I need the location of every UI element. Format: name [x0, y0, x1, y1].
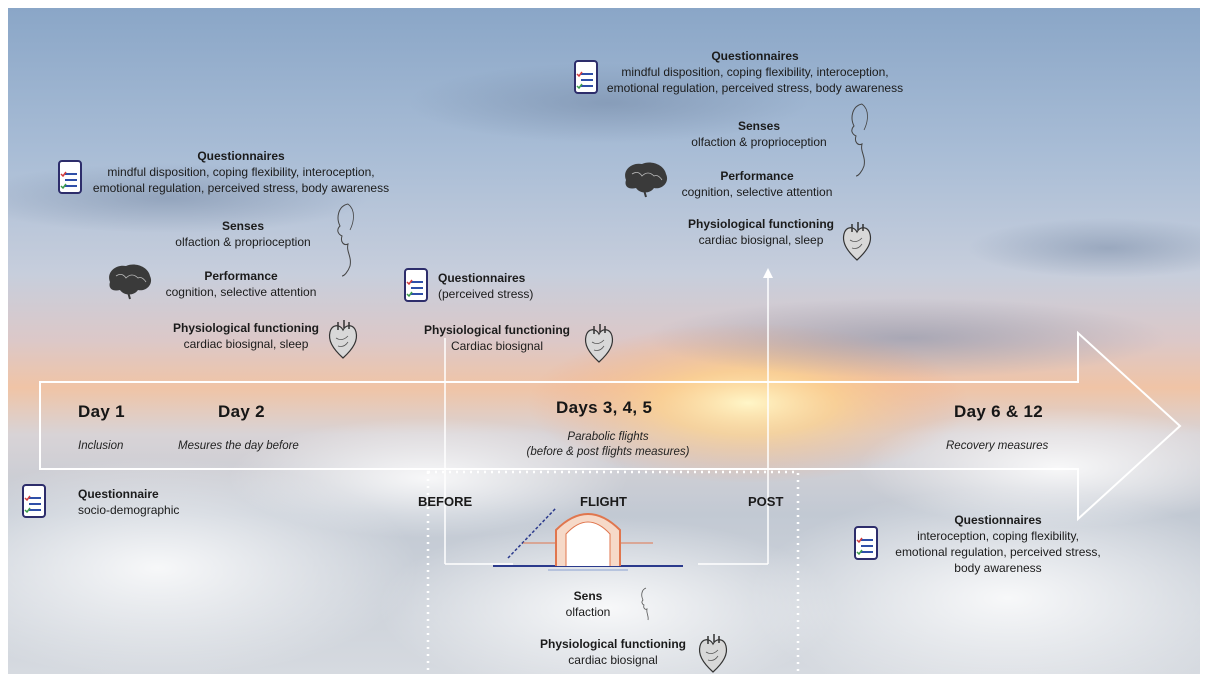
day-6-12-label: Day 6 & 12	[954, 402, 1043, 421]
connector-lines	[426, 268, 800, 674]
flight-sens-title: Sens	[573, 589, 603, 603]
heart-icon	[584, 324, 614, 363]
flight-sens: Sens olfaction	[548, 588, 628, 620]
flight-physio: Physiological functioning cardiac biosig…	[528, 636, 698, 668]
day-3-5-caption-line1: Parabolic flights	[567, 431, 649, 443]
brain-icon	[625, 162, 668, 198]
questionnaire-icon	[22, 484, 46, 518]
day2-questionnaires-line2: emotional regulation, perceived stress, …	[92, 181, 390, 195]
before-physio: Physiological functioning Cardiac biosig…	[412, 322, 582, 354]
post-performance-detail: cognition, selective attention	[681, 185, 833, 199]
before-questionnaires: Questionnaires (perceived stress)	[438, 270, 533, 302]
post-senses-detail: olfaction & proprioception	[691, 135, 827, 149]
post-senses-title: Senses	[737, 119, 781, 133]
before-physio-title: Physiological functioning	[423, 323, 570, 337]
heart-icon	[328, 320, 358, 359]
day2-physio-detail: cardiac biosignal, sleep	[183, 337, 309, 351]
recovery-questionnaires-title: Questionnaires	[954, 513, 1042, 527]
day2-senses-detail: olfaction & proprioception	[175, 235, 311, 249]
brain-icon	[109, 264, 152, 300]
face-profile-icon	[851, 103, 868, 177]
cloud-layer	[8, 63, 1200, 674]
post-questionnaires-line1: mindful disposition, coping flexibility,…	[621, 65, 889, 79]
post-performance-title: Performance	[720, 169, 794, 183]
day1-questionnaire: Questionnaire socio-demographic	[78, 486, 179, 518]
before-physio-detail: Cardiac biosignal	[450, 339, 544, 353]
heart-icon	[698, 634, 728, 673]
day2-questionnaires-title: Questionnaires	[197, 149, 285, 163]
day-3-5-caption: Parabolic flights (before & post flights…	[508, 430, 708, 460]
questionnaire-icon	[854, 526, 878, 560]
day2-performance-detail: cognition, selective attention	[165, 285, 317, 299]
flight-physio-detail: cardiac biosignal	[568, 653, 658, 667]
day2-senses: Senses olfaction & proprioception	[158, 218, 328, 250]
timeline-arrow	[39, 330, 1182, 522]
before-questionnaires-detail: (perceived stress)	[438, 287, 534, 301]
day2-senses-title: Senses	[221, 219, 265, 233]
post-senses: Senses olfaction & proprioception	[674, 118, 844, 150]
post-questionnaires-line2: emotional regulation, perceived stress, …	[606, 81, 904, 95]
post-physio-detail: cardiac biosignal, sleep	[698, 233, 824, 247]
post-questionnaires-title: Questionnaires	[711, 49, 799, 63]
before-questionnaires-title: Questionnaires	[438, 271, 526, 285]
recovery-questionnaires-line3: body awareness	[954, 561, 1042, 575]
phase-flight: FLIGHT	[580, 494, 627, 509]
post-performance: Performance cognition, selective attenti…	[672, 168, 842, 200]
post-questionnaires: Questionnaires mindful disposition, copi…	[590, 48, 920, 96]
heart-icon	[842, 222, 872, 261]
post-physio-title: Physiological functioning	[687, 217, 834, 231]
day-2-caption: Mesures the day before	[178, 440, 299, 452]
day-3-5-caption-line2: (before & post flights measures)	[526, 446, 690, 458]
day-1-label: Day 1	[78, 402, 125, 421]
recovery-questionnaires-line2: emotional regulation, perceived stress,	[895, 545, 1101, 559]
recovery-questionnaires-line1: interoception, coping flexibility,	[917, 529, 1079, 543]
questionnaire-icon	[574, 60, 598, 94]
questionnaire-icon	[58, 160, 82, 194]
face-profile-icon	[641, 587, 649, 621]
day-6-12-caption: Recovery measures	[946, 440, 1049, 452]
face-profile-icon	[337, 203, 354, 277]
day-2-label: Day 2	[218, 402, 265, 421]
day2-performance-title: Performance	[204, 269, 278, 283]
day1-questionnaire-detail: socio-demographic	[78, 503, 180, 517]
post-physio: Physiological functioning cardiac biosig…	[676, 216, 846, 248]
flight-sens-detail: olfaction	[565, 605, 611, 619]
recovery-questionnaires: Questionnaires interoception, coping fle…	[878, 512, 1118, 576]
phase-post: POST	[748, 494, 784, 509]
day-3-5-label: Days 3, 4, 5	[556, 398, 653, 417]
parabola-icon	[493, 507, 683, 571]
flight-physio-title: Physiological functioning	[539, 637, 686, 651]
phase-before: BEFORE	[418, 494, 473, 509]
day-1-caption: Inclusion	[78, 440, 124, 452]
day2-questionnaires-line1: mindful disposition, coping flexibility,…	[107, 165, 375, 179]
day1-questionnaire-title: Questionnaire	[78, 487, 159, 501]
day2-performance: Performance cognition, selective attenti…	[156, 268, 326, 300]
day2-questionnaires: Questionnaires mindful disposition, copi…	[76, 148, 406, 196]
day2-physio-title: Physiological functioning	[172, 321, 319, 335]
day2-physio: Physiological functioning cardiac biosig…	[166, 320, 326, 352]
questionnaire-icon	[404, 268, 428, 302]
sky-background: Day 1 Inclusion Day 2 Mesures the day be…	[8, 8, 1200, 674]
